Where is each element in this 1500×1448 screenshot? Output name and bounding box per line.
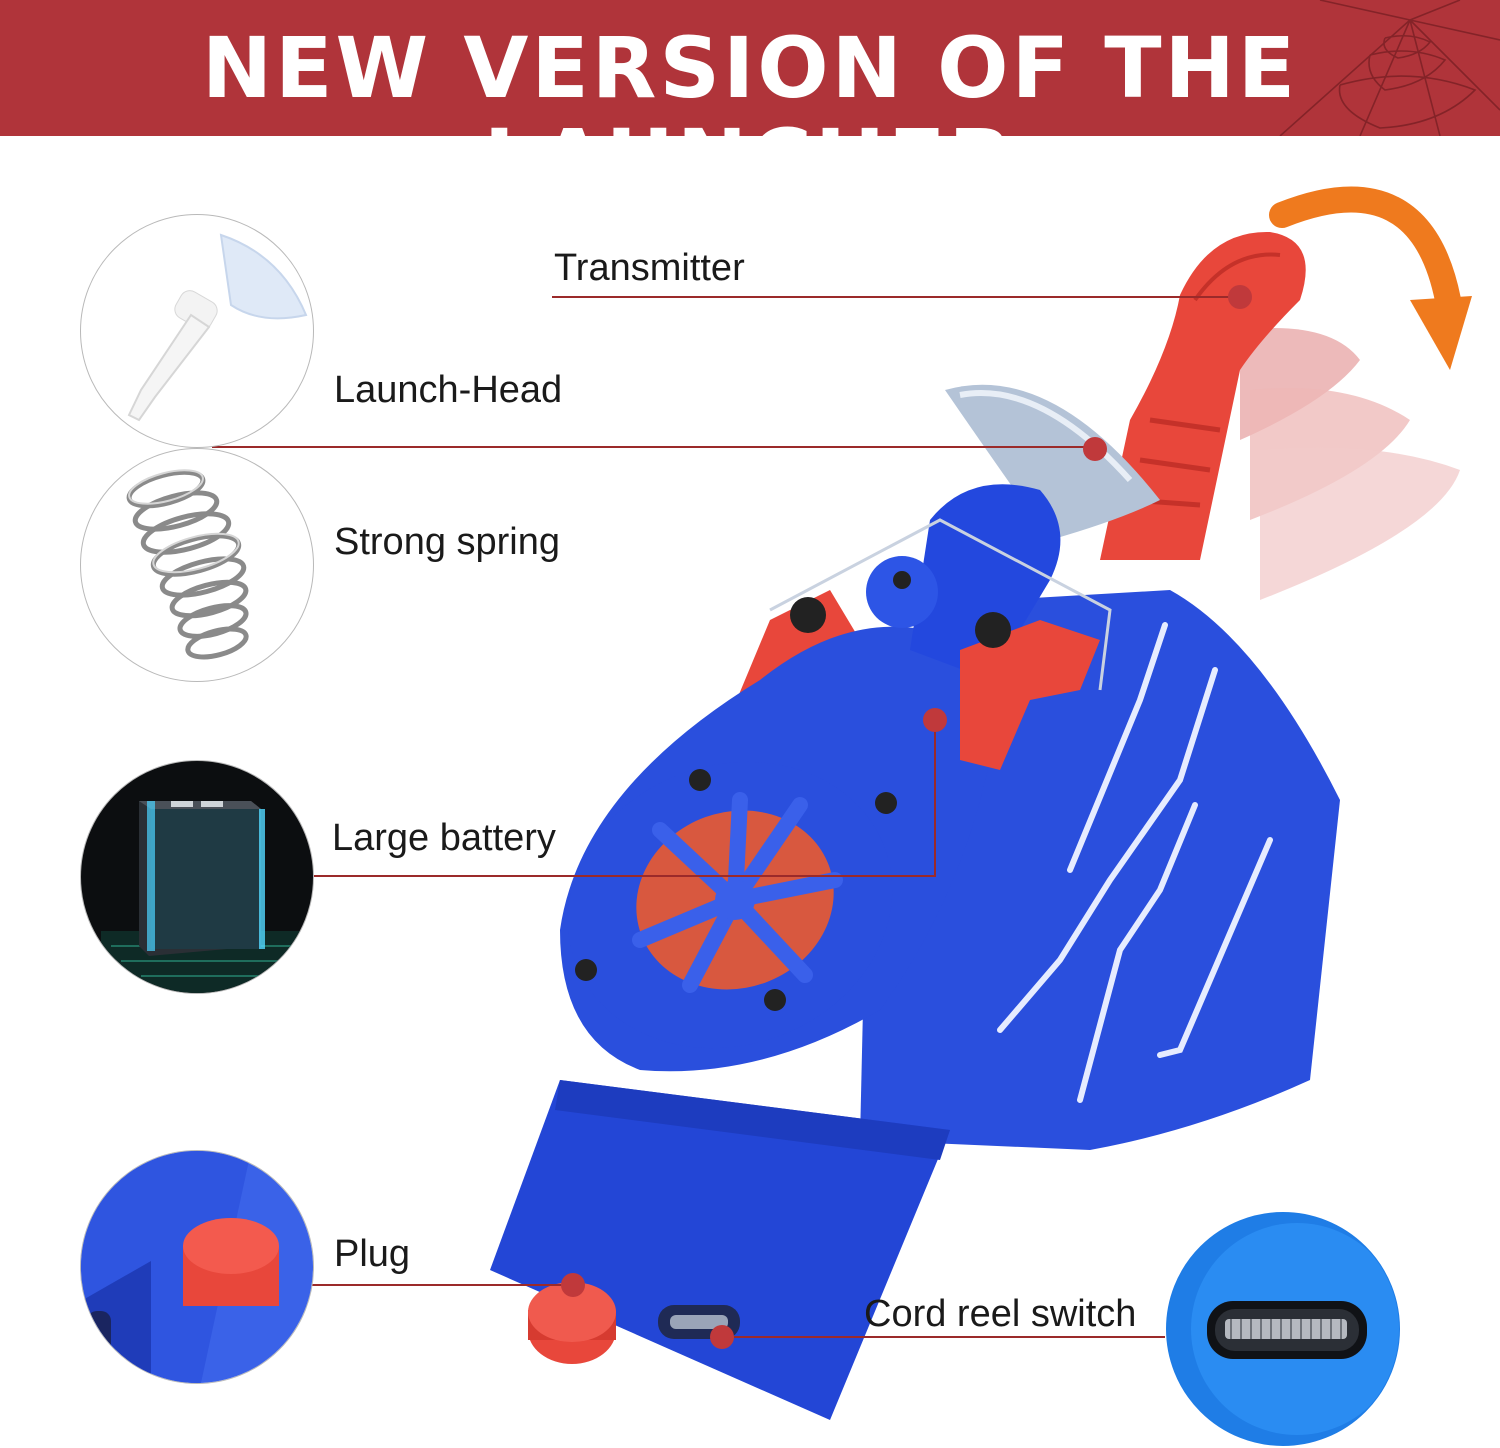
usb-c-port-icon: [1167, 1213, 1399, 1445]
plug-peg: [528, 1282, 616, 1364]
suction-cup-icon: [127, 233, 308, 422]
large-battery-thumbnail: [80, 760, 314, 994]
suction-cup: [945, 384, 1160, 540]
launch-head-thumbnail: [80, 214, 314, 448]
spider-web-icon: [1279, 0, 1500, 136]
launcher-body: [490, 484, 1340, 1420]
transmitter-motion-trail: [1240, 328, 1460, 600]
banner-title: NEW VERSION OF THE LAUNCHER: [201, 19, 1299, 136]
strong-spring-thumbnail: [80, 448, 314, 682]
label-transmitter: Transmitter: [554, 247, 745, 289]
motion-arrow-icon: [1269, 186, 1472, 370]
label-launch-head: Launch-Head: [334, 369, 563, 411]
label-plug: Plug: [334, 1233, 411, 1275]
label-strong-spring: Strong spring: [334, 521, 561, 563]
callout-dots: [561, 285, 1252, 1349]
plug-thumbnail: [80, 1150, 314, 1384]
title-banner: NEW VERSION OF THE LAUNCHER: [0, 0, 1500, 136]
screws: [575, 571, 1011, 1011]
label-cord-reel-switch: Cord reel switch: [864, 1293, 1137, 1335]
label-large-battery: Large battery: [332, 817, 556, 859]
cord-reel-switch-thumbnail: [1166, 1212, 1400, 1446]
plug-icon: [81, 1151, 313, 1383]
spring-icon: [126, 469, 249, 660]
battery-icon: [101, 801, 301, 993]
callout-leaders: [212, 296, 1240, 1338]
